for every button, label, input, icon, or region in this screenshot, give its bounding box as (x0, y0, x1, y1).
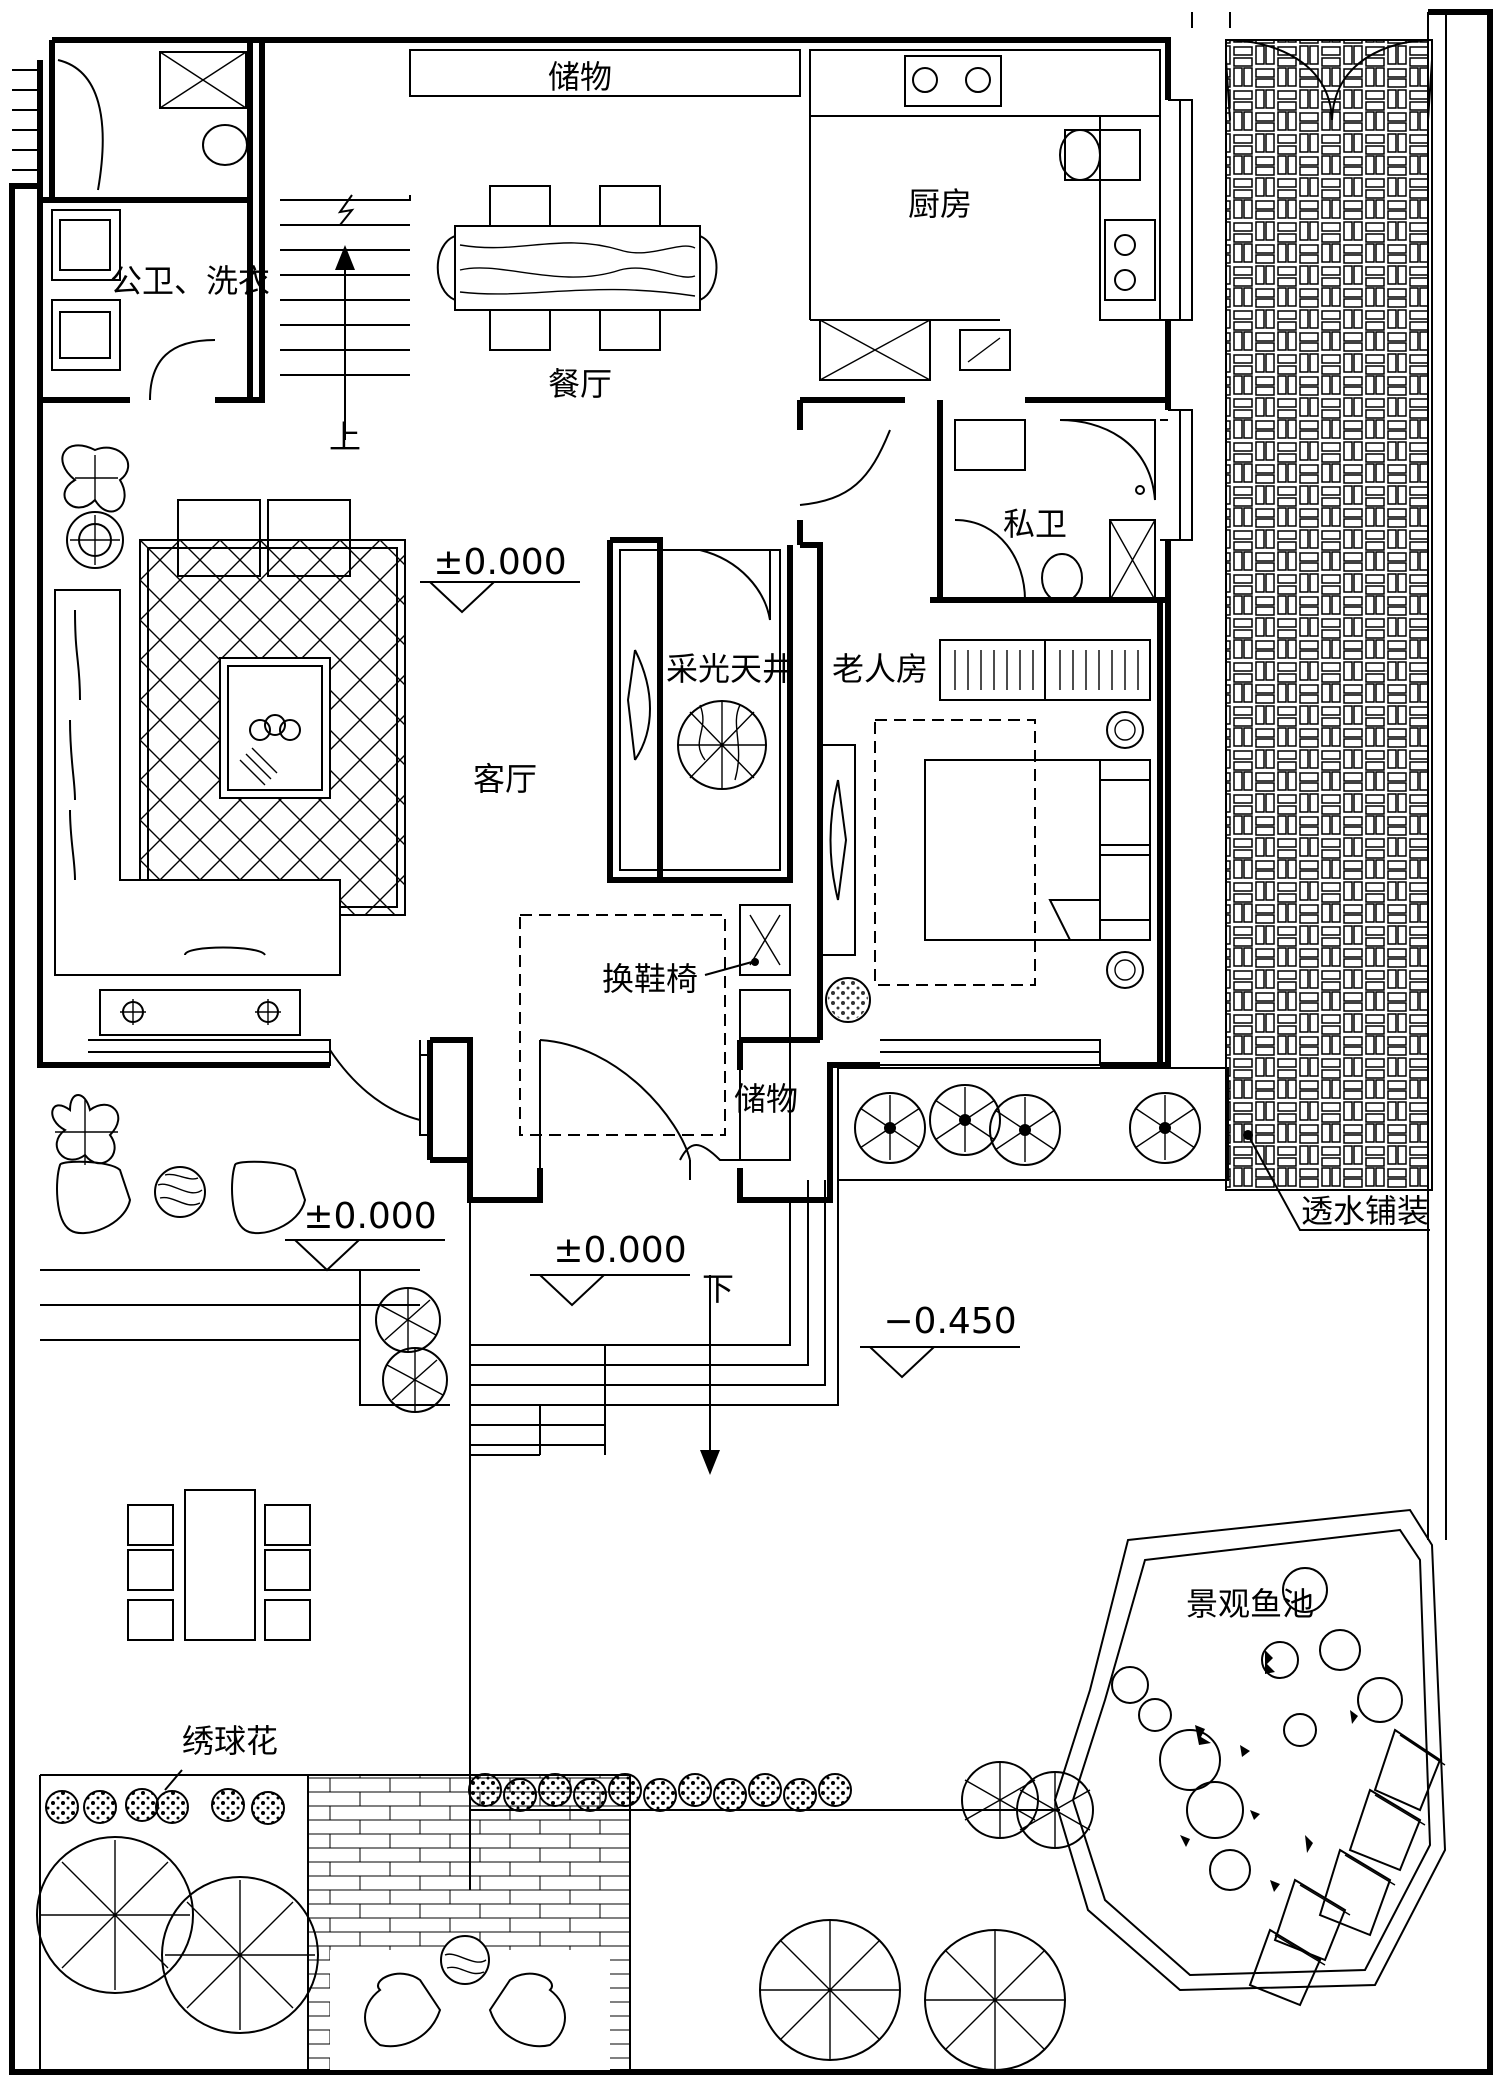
label-paving: 透水铺装 (1301, 1192, 1429, 1230)
label-elder-room: 老人房 (832, 650, 928, 688)
label-hydrangea: 绣球花 (182, 1722, 278, 1760)
kitchen: 厨房 (809, 49, 1161, 381)
level-mark-terrace: ±0.000 (285, 1196, 445, 1272)
permeable-paving (1225, 39, 1433, 1191)
label-storage-top: 储物 (548, 58, 612, 96)
windows (12, 69, 1193, 1066)
skylight-courtyard: 采光天井 (619, 549, 794, 871)
paving-callout: 透水铺装 (1243, 1130, 1430, 1231)
label-stair-down: 下 (702, 1270, 734, 1308)
label-storage-entry: 储物 (734, 1080, 798, 1118)
label-stair-up: 上 (329, 418, 361, 456)
public-bathroom: 公卫、洗衣 (51, 51, 270, 401)
label-shoe-bench: 换鞋椅 (602, 960, 698, 998)
storage-top-cabinet: 储物 (409, 49, 801, 97)
level-mark-living: ±0.000 (420, 542, 580, 614)
label-fish-pond: 景观鱼池 (1186, 1585, 1314, 1623)
label-dining: 餐厅 (548, 365, 612, 403)
hedge-row (468, 1773, 1060, 1812)
level-mark-entry: ±0.000 (530, 1230, 690, 1307)
hydrangea-row: 绣球花 (36, 1722, 470, 2072)
level-terrace-text: ±0.000 (303, 1196, 436, 1237)
staircase: 上 (280, 194, 411, 456)
living-room: 客厅 ±0.000 (54, 444, 580, 1036)
outdoor-dining-set (127, 1489, 311, 1641)
level-living-text: ±0.000 (433, 542, 566, 583)
fish-pond: 景观鱼池 (1053, 1508, 1447, 2007)
level-mark-garden: −0.450 (860, 1301, 1020, 1379)
wood-deck (307, 1774, 631, 2073)
elder-bedroom: 老人房 (819, 639, 1151, 1023)
level-garden-text: −0.450 (883, 1301, 1016, 1342)
entry-foyer: 换鞋椅 储物 (329, 904, 798, 1200)
dining-area: 餐厅 (436, 185, 718, 403)
garden-trees (759, 1761, 1094, 2071)
level-entry-text: ±0.000 (553, 1230, 686, 1271)
label-skylight: 采光天井 (666, 650, 794, 688)
shrub-row-east (837, 1067, 1229, 1181)
label-kitchen: 厨房 (908, 185, 972, 223)
private-bathroom: 私卫 (799, 419, 1156, 603)
label-private-bath: 私卫 (1003, 505, 1067, 543)
label-living: 客厅 (473, 760, 537, 798)
terrace: ±0.000 (40, 1094, 450, 1413)
label-public-bath: 公卫、洗衣 (110, 262, 270, 300)
